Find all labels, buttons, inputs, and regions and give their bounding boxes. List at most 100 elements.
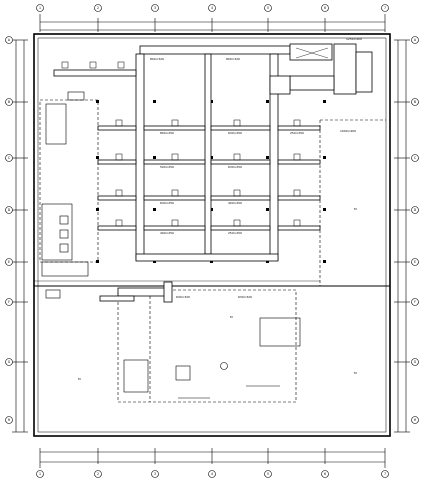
- equipment-box: [45, 289, 61, 299]
- duct-lower-stub: [99, 295, 135, 302]
- return-plenum: [289, 75, 335, 91]
- duct-tag: 630×250: [160, 201, 174, 205]
- left-axis-bubbles: A B C D E F G H: [5, 36, 13, 424]
- room-label: M: [78, 377, 81, 381]
- duct-tag: 400×250: [160, 231, 174, 235]
- duct-left-run: [53, 69, 137, 77]
- axis-label: F: [8, 300, 10, 304]
- axis-bubble: [5, 154, 13, 162]
- axis-label: 5: [267, 6, 269, 10]
- axis-label: B: [414, 100, 416, 104]
- axis-bubble: [411, 36, 419, 44]
- branch-duct: [143, 225, 206, 231]
- axis-bubble: [5, 258, 13, 266]
- diffuser: [233, 119, 241, 127]
- fan-unit: [333, 43, 357, 95]
- left-dimension-block: [12, 39, 28, 433]
- diffuser: [233, 189, 241, 197]
- duct-transition: [269, 75, 291, 95]
- room-label: M: [354, 207, 357, 211]
- branch-duct: [277, 195, 321, 201]
- duct-tag: 250×250: [228, 231, 242, 235]
- dashed-partitions: [39, 99, 386, 403]
- duct-tag: 250×250: [290, 131, 304, 135]
- building-outline: [33, 33, 391, 437]
- main-duct-top: [139, 45, 291, 55]
- branch-duct: [277, 125, 321, 131]
- top-axis-bubbles: 1 2 3 4 5 6 7: [36, 4, 389, 12]
- duct-tag: 800×320: [226, 57, 240, 61]
- duct-lower-run: [117, 287, 169, 297]
- branch-duct: [277, 159, 321, 165]
- right-axis-bubbles: A B C D E F G H: [411, 36, 419, 424]
- duct-tag: 630×250: [228, 131, 242, 135]
- left-wing-detail: [41, 91, 89, 277]
- duct-tag: 500×250: [160, 165, 174, 169]
- stair-block: [41, 261, 89, 277]
- axis-label: B: [8, 100, 10, 104]
- branch-duct: [97, 195, 137, 201]
- diffuser: [233, 219, 241, 227]
- column-grid: [96, 100, 326, 263]
- diffuser: [115, 219, 123, 227]
- branch-duct: [210, 125, 271, 131]
- axis-bubble: [321, 4, 329, 12]
- diffuser: [293, 219, 301, 227]
- diffuser: [115, 153, 123, 161]
- duct-tag: 1000×400: [340, 129, 356, 133]
- exhaust-unit: [355, 51, 373, 93]
- axis-bubble: [411, 206, 419, 214]
- axis-bubble: [94, 4, 102, 12]
- branch-duct: [97, 125, 137, 131]
- axis-label: 2: [97, 6, 99, 10]
- duct-tag: 630×320: [238, 295, 252, 299]
- diffusers: [61, 61, 301, 227]
- bottom-axis-bubbles: 1 2 3 4 5 6 7: [36, 470, 389, 478]
- diffuser: [115, 119, 123, 127]
- axis-bubble: [5, 98, 13, 106]
- duct-tag: 400×250: [228, 201, 242, 205]
- axis-label: H: [414, 418, 417, 422]
- branch-duct: [97, 225, 137, 231]
- axis-bubble: [381, 470, 389, 478]
- duct-header-bottom: [135, 253, 279, 262]
- diffuser: [293, 119, 301, 127]
- inner-wall-line: [37, 37, 387, 433]
- axis-bubble: [36, 470, 44, 478]
- duct-tag: 630×320: [176, 295, 190, 299]
- branch-duct: [277, 225, 321, 231]
- duct-tag: 800×320: [150, 57, 164, 61]
- diffuser: [115, 189, 123, 197]
- duct-branch-col4: [204, 53, 212, 255]
- axis-bubble: [411, 154, 419, 162]
- axis-label: A: [414, 38, 417, 42]
- bottom-dimension-block: [39, 448, 386, 468]
- axis-label: D: [414, 208, 417, 212]
- axis-label: G: [414, 360, 417, 364]
- axis-label: E: [8, 260, 10, 264]
- axis-label: 1: [39, 472, 41, 476]
- toilet-block: [41, 203, 73, 261]
- diffuser: [171, 119, 179, 127]
- axis-bubble: [5, 36, 13, 44]
- main-supply-ducts: [53, 45, 291, 303]
- outer-wall: [33, 33, 391, 437]
- axis-bubble: [208, 4, 216, 12]
- column-round: [220, 362, 228, 370]
- branch-duct: [143, 125, 206, 131]
- axis-label: 4: [211, 6, 213, 10]
- axis-label: D: [8, 208, 11, 212]
- axis-label: 3: [154, 6, 156, 10]
- diffuser: [117, 61, 125, 69]
- axis-bubble: [208, 470, 216, 478]
- branch-duct: [210, 195, 271, 201]
- duct-branch-col3: [135, 53, 145, 261]
- axis-label: H: [8, 418, 11, 422]
- axis-bubble: [5, 416, 13, 424]
- axis-label: 1: [39, 6, 41, 10]
- axis-label: 6: [324, 6, 326, 10]
- axis-label: 3: [154, 472, 156, 476]
- lower-room-fixtures: [45, 289, 301, 399]
- room-label: M: [230, 315, 233, 319]
